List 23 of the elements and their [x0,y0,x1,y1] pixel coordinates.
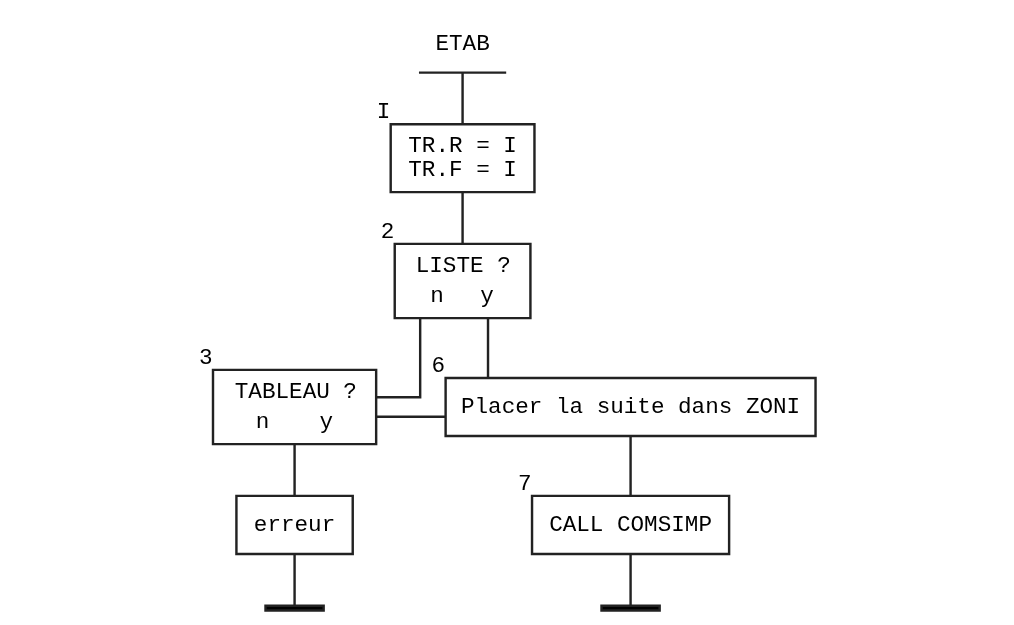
connector [629,554,632,606]
node-label: 3 [198,344,213,371]
connector [293,444,296,496]
node-label: 2 [380,218,395,245]
connector [293,554,296,606]
node-label: 6 [431,352,446,379]
node-box: TABLEAU ? n y [211,368,378,446]
connector [376,415,446,418]
node-label: I [376,99,391,126]
node-box: CALL COMSIMP [530,494,731,556]
connector [461,73,464,124]
node-box: erreur [235,494,354,556]
connector [461,192,464,244]
node-box: LISTE ? n y [393,242,532,320]
node-bar [600,604,661,612]
node-box: Placer la suite dans ZONI [444,376,817,438]
node-box: TR.R = I TR.F = I [389,123,536,194]
connector [629,436,632,496]
node-bar [264,604,325,612]
connector [486,318,490,378]
node-text: ETAB [435,30,490,57]
connector [376,318,422,399]
node-label: 7 [517,470,532,497]
